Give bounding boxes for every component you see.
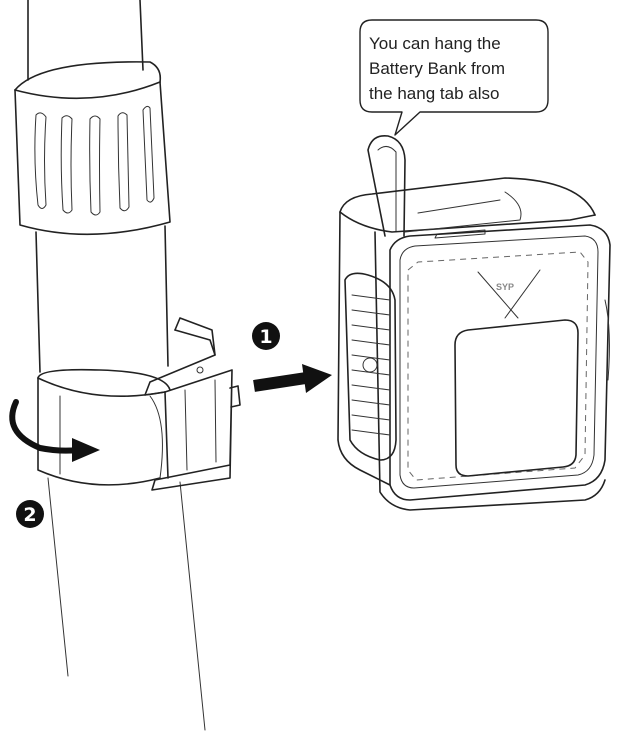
pole-upper-right-edge <box>139 0 144 71</box>
brand-logo: SYP <box>477 269 541 319</box>
callout-bubble: You can hang the Battery Bank from the h… <box>359 19 549 136</box>
insert-arrow-icon <box>253 364 332 393</box>
clamp-screw-knob <box>229 385 241 408</box>
logo-text: SYP <box>496 282 514 292</box>
step-1-number: 1 <box>259 326 272 348</box>
pole <box>14 0 206 731</box>
pole-lower-left-edge <box>47 477 69 677</box>
battery-bank: SYP <box>337 134 611 511</box>
pole-lower-right-edge <box>179 481 206 731</box>
callout-line-3: the hang tab also <box>369 84 499 103</box>
hang-tab <box>367 134 406 237</box>
pole-mid-left-edge <box>35 231 41 373</box>
callout-line-2: Battery Bank from <box>369 59 505 78</box>
step-2-number: 2 <box>23 504 36 526</box>
callout-line-1: You can hang the <box>369 34 501 53</box>
step-2-badge: 2 <box>16 500 44 528</box>
pole-mid-right-edge <box>164 225 169 367</box>
pole-clamp <box>37 317 241 491</box>
grip-collar <box>14 61 171 236</box>
step-1-badge: 1 <box>252 322 280 350</box>
rotate-arrow-icon <box>9 399 100 462</box>
label-panel <box>454 319 579 477</box>
side-fan-grille <box>344 272 397 461</box>
